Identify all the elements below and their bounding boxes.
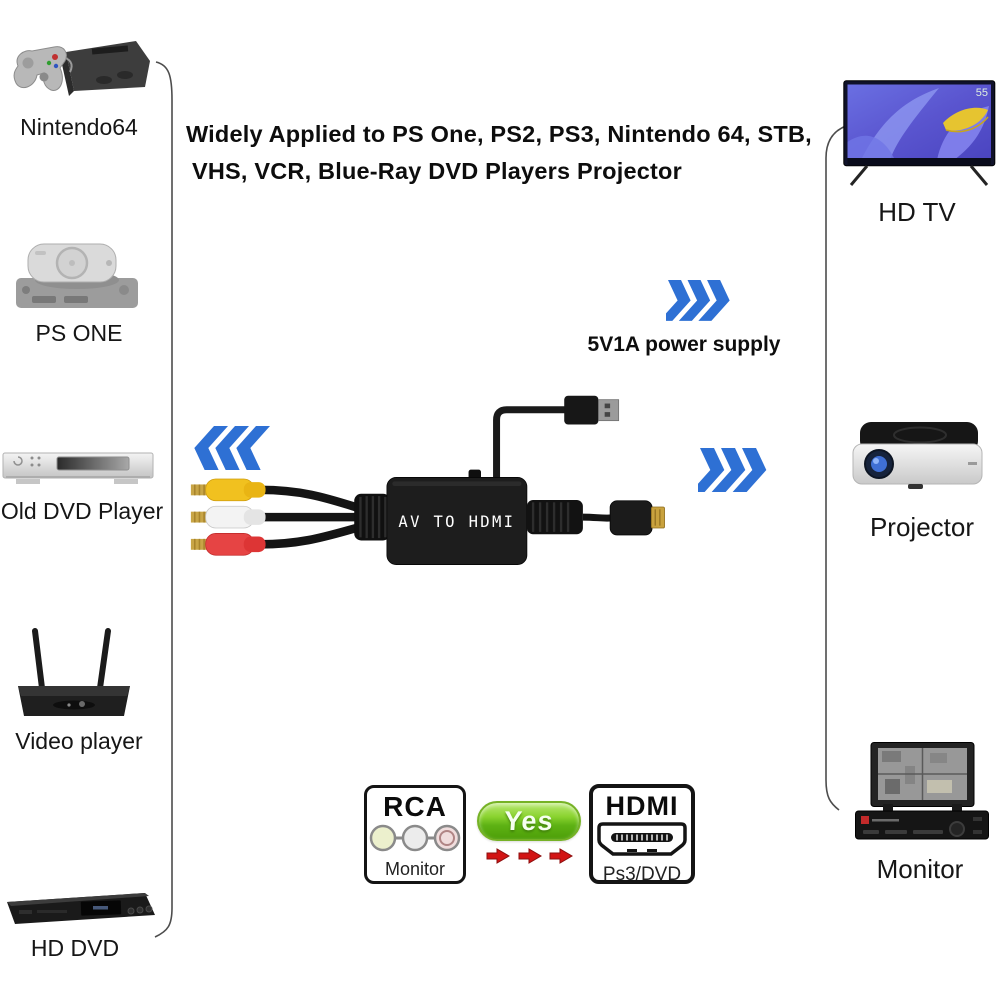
chevrons-right-top-icon [666, 280, 730, 321]
label-ps-one: PS ONE [35, 320, 123, 346]
old-dvd-player-image [2, 452, 154, 484]
right-output-bracket [825, 125, 847, 811]
hd-tv-image: 55 [843, 80, 996, 186]
converter-assembly: AV TO HDMI [190, 395, 665, 565]
rca-comparison-box: RCA Monitor [364, 785, 466, 884]
rca-plug-red [190, 533, 266, 556]
label-old-dvd-player: Old DVD Player [0, 498, 164, 524]
hdmi-comparison-box: HDMI Ps3/DVD [589, 784, 695, 885]
usb-plug-icon [564, 395, 620, 425]
hd-dvd-image [7, 893, 155, 924]
power-supply-label: 5V1A power supply [587, 333, 781, 356]
hdmi-plug-icon [609, 500, 665, 536]
monitor-image [855, 742, 989, 840]
hdmi-subtitle: Ps3/DVD [602, 864, 682, 885]
nintendo64-image [13, 41, 150, 96]
red-arrows-icon [486, 848, 573, 864]
left-source-bracket [154, 61, 173, 938]
rca-jacks-icon [369, 824, 461, 852]
rca-plug-yellow [190, 478, 266, 502]
label-hd-dvd: HD DVD [30, 935, 120, 961]
yes-label: Yes [503, 805, 555, 836]
video-player-image [18, 628, 130, 716]
label-nintendo64: Nintendo64 [20, 114, 138, 140]
projector-image [852, 422, 983, 489]
label-monitor: Monitor [876, 854, 964, 884]
headline-line1: Widely Applied to PS One, PS2, PS3, Nint… [186, 121, 812, 147]
rca-subtitle: Monitor [384, 859, 446, 879]
yellow-petal [943, 107, 988, 131]
chevrons-left-icon [194, 426, 270, 470]
headline-line2: VHS, VCR, Blue-Ray DVD Players Projector [192, 158, 682, 184]
left-strain-relief [354, 493, 390, 541]
hdmi-port-icon [597, 822, 687, 856]
ps-one-image [16, 243, 138, 308]
headline: Widely Applied to PS One, PS2, PS3, Nint… [186, 116, 836, 190]
label-hd-tv: HD TV [878, 197, 956, 227]
label-video-player: Video player [15, 728, 143, 754]
converter-label: AV TO HDMI [398, 513, 515, 531]
brand-logo [861, 816, 869, 824]
antenna-left [32, 628, 45, 691]
rca-plug-white [190, 505, 266, 529]
hdmi-cable [582, 513, 613, 522]
right-strain-relief [526, 500, 583, 535]
tv-badge: 55 [976, 87, 988, 99]
label-projector: Projector [869, 512, 975, 542]
converter-box: AV TO HDMI [386, 469, 528, 565]
antenna-right [97, 628, 111, 691]
av-cables [255, 485, 373, 549]
yes-badge: Yes [477, 801, 581, 841]
chevrons-right-mid-icon [698, 448, 767, 492]
power-cable [493, 406, 570, 486]
rca-title: RCA [383, 791, 447, 822]
n64-controller [13, 46, 67, 91]
hdmi-title: HDMI [605, 791, 679, 821]
